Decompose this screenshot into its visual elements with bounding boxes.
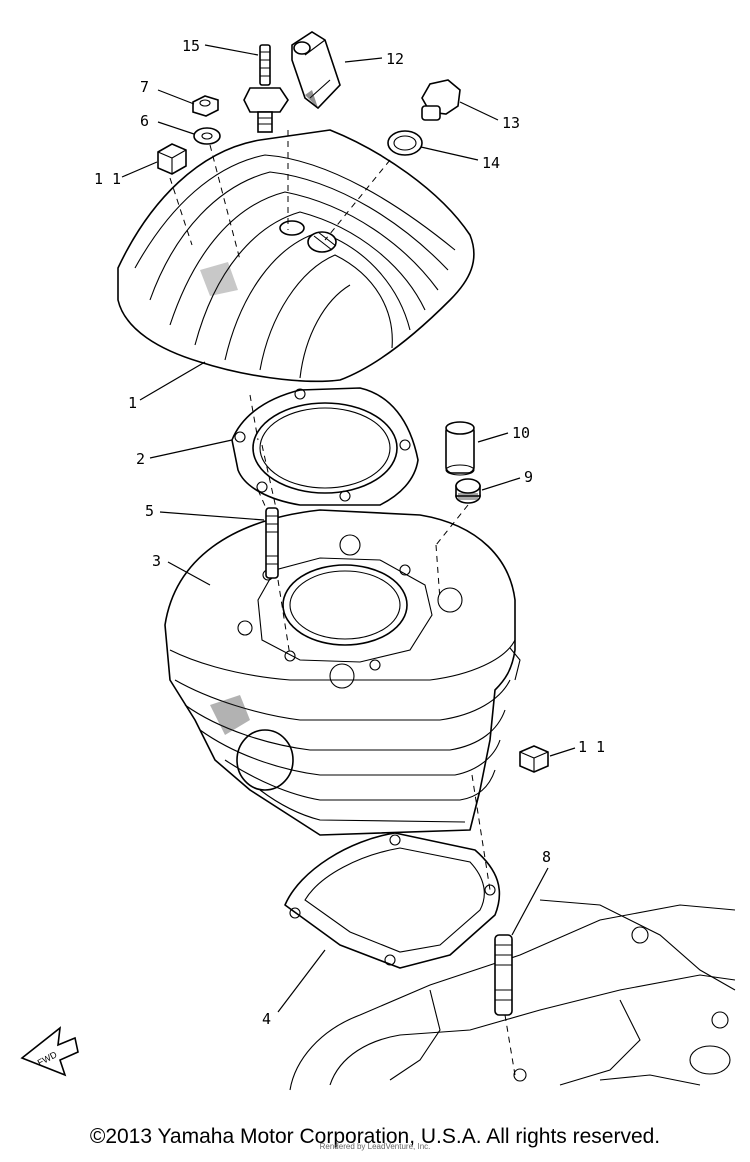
cap-upper[interactable]	[157, 143, 187, 175]
callout-2: 2	[136, 450, 145, 468]
copyright-notice: ©2013 Yamaha Motor Corporation, U.S.A. A…	[89, 1125, 661, 1148]
collar[interactable]	[455, 478, 481, 504]
stud-bolt-5[interactable]	[265, 507, 279, 579]
engine-bracket[interactable]	[291, 31, 341, 110]
leader-lines	[121, 44, 576, 1013]
callout-12: 12	[386, 50, 404, 68]
dowel-pin[interactable]	[445, 421, 475, 476]
callout-8: 8	[542, 848, 551, 866]
callout-6: 6	[140, 112, 149, 130]
callout-3: 3	[152, 552, 161, 570]
callout-4: 4	[262, 1010, 271, 1028]
gasket-ring[interactable]	[387, 130, 423, 156]
callout-9: 9	[524, 468, 533, 486]
callout-10: 10	[512, 424, 530, 442]
crankcase-outline	[289, 899, 736, 1091]
washer[interactable]	[193, 127, 221, 145]
cylinder[interactable]	[164, 509, 521, 836]
plug[interactable]	[421, 79, 461, 121]
cap-lower[interactable]	[519, 745, 549, 773]
nut[interactable]	[192, 95, 219, 117]
callout-14: 14	[482, 154, 500, 172]
cylinder-head[interactable]	[117, 129, 475, 383]
rendered-by-note: Rendered by LeadVenture, Inc.	[319, 1142, 431, 1151]
base-gasket[interactable]	[284, 832, 501, 969]
callout-11-upper: 1 1	[94, 170, 121, 188]
callout-5: 5	[145, 502, 154, 520]
head-gasket[interactable]	[231, 387, 419, 506]
callout-13: 13	[502, 114, 520, 132]
callout-7: 7	[140, 78, 149, 96]
callout-11-lower: 1 1	[578, 738, 605, 756]
alignment-lines	[169, 130, 516, 1076]
stud-bolt-8[interactable]	[494, 934, 513, 1016]
fwd-arrow-icon: FWD	[20, 1026, 79, 1077]
callout-1: 1	[128, 394, 137, 412]
callout-15: 15	[182, 37, 200, 55]
callout-numbers: 15 12 7 6 13 14 1 1 1 10 2 9 5 3 1 1 8 4	[94, 37, 605, 1028]
spark-plug[interactable]	[243, 44, 289, 133]
